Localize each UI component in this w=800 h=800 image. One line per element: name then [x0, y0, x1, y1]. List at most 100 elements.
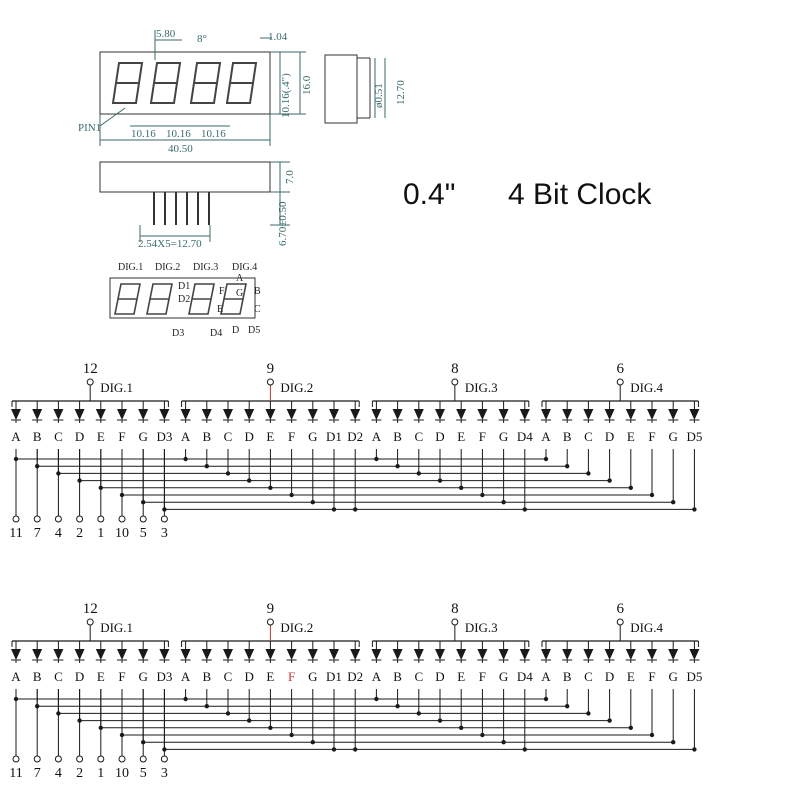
- legend-dig3: DIG.3: [193, 262, 218, 273]
- diode-mark: [117, 649, 127, 660]
- diode-mark: [456, 649, 467, 660]
- title-size: 0.4": [403, 178, 456, 211]
- digit-label: DIG.4: [630, 380, 663, 395]
- dim-side-height: 12.70: [395, 80, 407, 105]
- pin-terminal: [160, 515, 168, 523]
- junction-dot: [374, 456, 379, 462]
- dim-pitch-3: 10.16: [201, 128, 226, 140]
- diode-mark: [159, 409, 170, 420]
- diode-mark: [286, 649, 297, 660]
- junction-dot: [543, 696, 549, 702]
- diode-mark: [647, 409, 657, 420]
- common-pin-number: 9: [267, 601, 275, 617]
- segment-label: C: [584, 669, 593, 684]
- segment-label: B: [33, 669, 42, 684]
- dim-digit-height: 10.16(.4"): [280, 73, 292, 118]
- diode-mark: [604, 409, 615, 420]
- diode-mark: [435, 409, 445, 420]
- segment-label: E: [457, 429, 465, 444]
- segment-rails: [13, 449, 697, 512]
- junction-dot: [607, 478, 612, 483]
- diode-mark: [201, 409, 212, 420]
- segment-label: F: [288, 429, 295, 444]
- digit-label: DIG.2: [280, 620, 313, 635]
- pin-terminal: [33, 755, 41, 763]
- diode-mark: [32, 649, 43, 660]
- bottom-pin-number: 3: [161, 526, 168, 541]
- diode-mark: [95, 649, 106, 660]
- segment-label: G: [669, 429, 678, 444]
- junction-dot: [586, 711, 591, 716]
- segment-label: G: [499, 429, 508, 444]
- common-pin-terminal: [86, 618, 94, 626]
- junction-dot: [480, 492, 485, 498]
- junction-dot: [459, 725, 464, 730]
- legend-dp-d5: D5: [248, 325, 260, 336]
- diode-mark: [201, 649, 212, 660]
- diode-mark: [519, 649, 530, 660]
- digit-label: DIG.3: [465, 380, 498, 395]
- pin-terminal: [118, 515, 126, 523]
- common-pin-number: 6: [616, 601, 624, 617]
- diode-mark: [371, 649, 382, 660]
- junction-dot: [183, 456, 188, 462]
- junction-dot: [628, 725, 633, 730]
- segment-label: C: [414, 429, 423, 444]
- dim-pin-pitch: 2.54X5=12.70: [138, 238, 202, 250]
- pin-terminal: [12, 515, 20, 523]
- front-digit-3: [189, 62, 222, 104]
- segment-label: E: [457, 669, 465, 684]
- diode-mark: [138, 649, 149, 660]
- legend-digit-2: [146, 283, 173, 315]
- common-pin-number: 8: [451, 601, 459, 617]
- common-pin-terminal: [451, 618, 459, 626]
- diode-mark: [519, 409, 530, 420]
- diode-mark: [562, 409, 573, 420]
- legend-dig1: DIG.1: [118, 262, 143, 273]
- diode-mark: [95, 409, 106, 420]
- junction-dot: [565, 704, 570, 709]
- bottom-pin-number: 4: [55, 526, 62, 541]
- segment-label: D: [75, 669, 84, 684]
- bottom-pin-number: 5: [140, 766, 147, 781]
- digit-label: DIG.1: [100, 380, 133, 395]
- pin-terminal: [118, 755, 126, 763]
- junction-dot: [395, 704, 400, 709]
- diode-mark: [180, 409, 191, 420]
- dim-pin-length: 6.70±0.50: [277, 201, 289, 246]
- segment-label: D1: [326, 429, 342, 444]
- segment-label: D5: [686, 429, 702, 444]
- diode-mark: [413, 649, 424, 660]
- segment-label: D3: [156, 429, 172, 444]
- front-digit-1: [111, 62, 144, 104]
- legend-seg-c: C: [254, 304, 261, 315]
- pin-terminal: [139, 755, 147, 763]
- diode-mark: [689, 649, 700, 660]
- common-pin-terminal: [451, 378, 459, 386]
- diode-mark: [668, 409, 679, 420]
- segment-label: F: [118, 669, 125, 684]
- junction-dot: [501, 500, 506, 505]
- segment-label: F: [118, 429, 125, 444]
- diode-mark: [265, 649, 276, 660]
- junction-dot: [416, 711, 421, 716]
- junction-dot: [501, 740, 506, 745]
- bottom-pin-number: 1: [97, 526, 104, 541]
- diode-mark: [329, 409, 339, 420]
- common-pin-number: 12: [83, 361, 98, 377]
- segment-label: E: [627, 669, 635, 684]
- segment-label: B: [202, 429, 211, 444]
- segment-label: A: [11, 669, 21, 684]
- front-digit-2: [149, 62, 182, 104]
- diode-mark: [689, 409, 700, 420]
- junction-dot: [289, 492, 294, 498]
- segment-label: D: [245, 429, 254, 444]
- segment-label: A: [181, 429, 191, 444]
- segment-label: A: [372, 669, 382, 684]
- legend-dig4: DIG.4: [232, 262, 257, 273]
- segment-label: D: [605, 429, 614, 444]
